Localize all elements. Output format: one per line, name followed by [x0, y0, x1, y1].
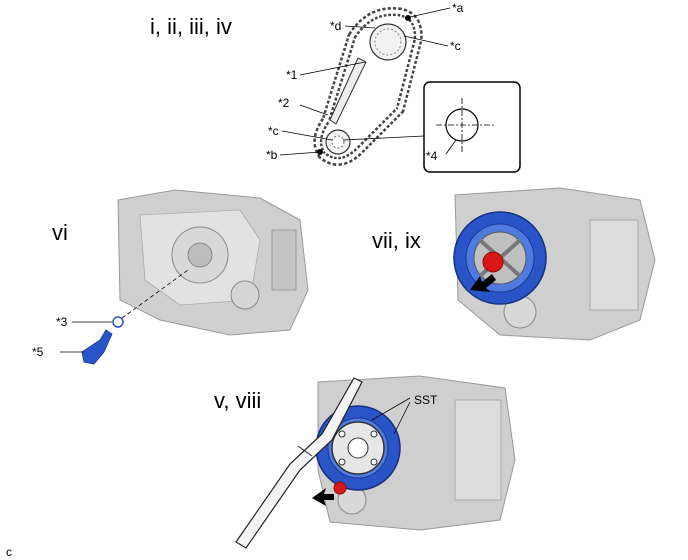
engine-view-vi: vi *3 *5 [32, 189, 309, 365]
tensioner-spring [112, 316, 124, 328]
step-label-top: i, ii, iii, iv [150, 14, 232, 39]
callout-2: *2 [278, 96, 290, 110]
callout-1: *1 [286, 68, 298, 82]
figure-code: c [6, 545, 12, 559]
timing-chain-diagram: i, ii, iii, iv *a *c *d *1 *2 *c [150, 1, 521, 173]
step-label-left: vi [52, 220, 68, 245]
step-label-right: vii, ix [372, 228, 421, 253]
detail-inset-box [423, 81, 521, 173]
chain-tensioner [81, 329, 113, 365]
camshaft-sprocket [369, 23, 407, 61]
arrow-icon [470, 274, 496, 292]
callout-c-mid: *c [268, 124, 279, 138]
engine-view-vii-ix: vii, ix [372, 187, 656, 341]
callout-d: *d [330, 19, 341, 33]
callout-sst: SST [414, 393, 438, 407]
mark-link-a [405, 15, 411, 21]
callout-c-top: *c [450, 39, 461, 53]
callout-a: *a [452, 1, 464, 15]
callout-b: *b [266, 148, 278, 162]
engine-view-v-viii: v, viii SST [214, 375, 516, 549]
callout-4: *4 [426, 149, 438, 163]
arrow-icon-bottom [312, 488, 334, 506]
callout-5: *5 [32, 345, 44, 359]
pulley-bolt [482, 251, 504, 273]
chain-guide [329, 57, 367, 125]
callout-3: *3 [56, 315, 68, 329]
step-label-bottom: v, viii [214, 388, 261, 413]
sst-wrench [235, 377, 363, 549]
bottom-bolt [333, 481, 347, 495]
